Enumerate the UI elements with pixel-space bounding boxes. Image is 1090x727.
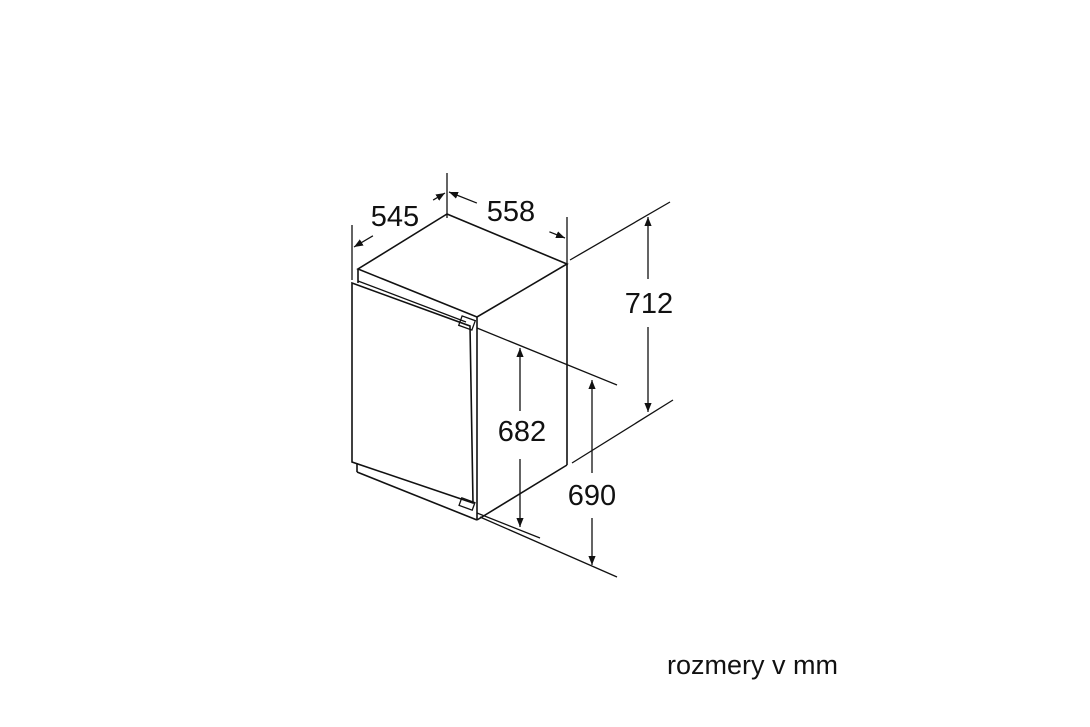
dimension-712: 712 — [569, 201, 674, 464]
appliance-body — [356, 213, 569, 521]
units-caption: rozmery v mm — [667, 650, 838, 680]
dimension-690: 690 — [479, 380, 618, 578]
dimension-690-label: 690 — [568, 480, 616, 512]
appliance-door — [351, 280, 478, 521]
dimension-545: 545 — [351, 173, 448, 280]
dimension-558-label: 558 — [487, 196, 535, 228]
dimension-545-label: 545 — [371, 201, 419, 233]
dimension-682-label: 682 — [498, 416, 546, 448]
dimension-682: 682 — [476, 327, 618, 539]
dimension-712-label: 712 — [625, 288, 673, 320]
dimension-558: 558 — [448, 191, 568, 265]
